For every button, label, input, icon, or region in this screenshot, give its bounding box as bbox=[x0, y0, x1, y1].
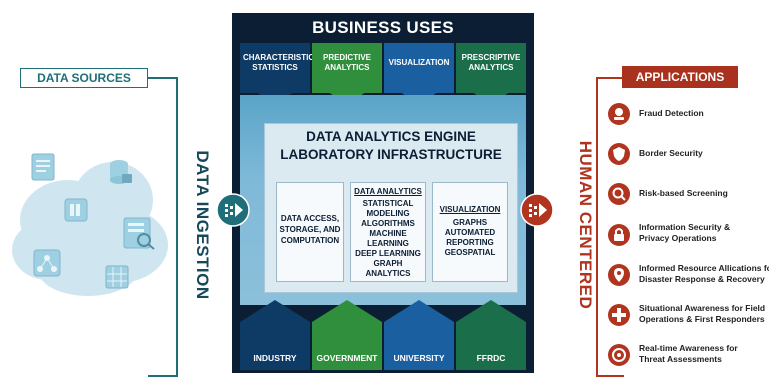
partner-university: UNIVERSITY bbox=[384, 346, 454, 370]
screening-icon bbox=[608, 183, 630, 205]
apps-bracket-top bbox=[596, 77, 624, 79]
app-row-information-security: Information Security & Privacy Operation… bbox=[607, 220, 767, 250]
business-uses-title: BUSINESS USES bbox=[312, 18, 454, 37]
applications-label: APPLICATIONS bbox=[622, 66, 738, 88]
sources-bracket-bottom bbox=[148, 375, 178, 377]
apps-bracket-bottom bbox=[596, 375, 624, 377]
partner-ffrdc: FFRDC bbox=[456, 346, 526, 370]
resource-icon bbox=[608, 264, 630, 286]
lock-icon bbox=[608, 224, 630, 246]
engine-title: DATA ANALYTICS ENGINE LABORATORY INFRAST… bbox=[280, 129, 502, 162]
server-rack-icon bbox=[64, 198, 88, 222]
app-row-border-security: Border Security bbox=[607, 142, 767, 168]
grid-table-icon bbox=[105, 265, 129, 289]
network-icon bbox=[33, 249, 61, 277]
data-analytics-card: DATA ANALYTICS STATISTICAL MODELING ALGO… bbox=[350, 182, 426, 282]
app-row-risk-screening: Risk-based Screening bbox=[607, 182, 767, 208]
partner-chevrons bbox=[240, 300, 526, 346]
business-chevrons bbox=[240, 82, 526, 104]
document-icon bbox=[31, 153, 55, 181]
data-ingestion-label: DATA INGESTION bbox=[193, 150, 212, 300]
fraud-icon bbox=[608, 103, 630, 125]
app-row-resource-allocation: Informed Resource Allications for Disast… bbox=[607, 260, 769, 290]
human-arrow-icon bbox=[520, 193, 554, 227]
partner-government: GOVERNMENT bbox=[312, 346, 382, 370]
sources-bracket-top bbox=[148, 77, 178, 79]
ingestion-arrow-icon bbox=[216, 193, 250, 227]
data-sources-label: DATA SOURCES bbox=[20, 68, 148, 88]
shield-icon bbox=[608, 143, 630, 165]
database-lock-icon bbox=[110, 160, 132, 184]
app-row-situational-awareness: Situational Awareness for Field Operatio… bbox=[607, 300, 767, 330]
threat-icon bbox=[608, 344, 630, 366]
apps-bracket-vertical bbox=[596, 77, 598, 377]
visualization-card: VISUALIZATION GRAPHS AUTOMATED REPORTING… bbox=[432, 182, 508, 282]
responder-icon bbox=[608, 304, 630, 326]
app-row-fraud-detection: Fraud Detection bbox=[607, 102, 767, 128]
app-row-threat-awareness: Real-time Awareness for Threat Assessmen… bbox=[607, 340, 767, 370]
sources-bracket-vertical bbox=[176, 77, 178, 377]
partner-industry: INDUSTRY bbox=[240, 346, 310, 370]
search-server-icon bbox=[123, 217, 155, 250]
data-access-card: DATA ACCESS, STORAGE, AND COMPUTATION bbox=[276, 182, 344, 282]
